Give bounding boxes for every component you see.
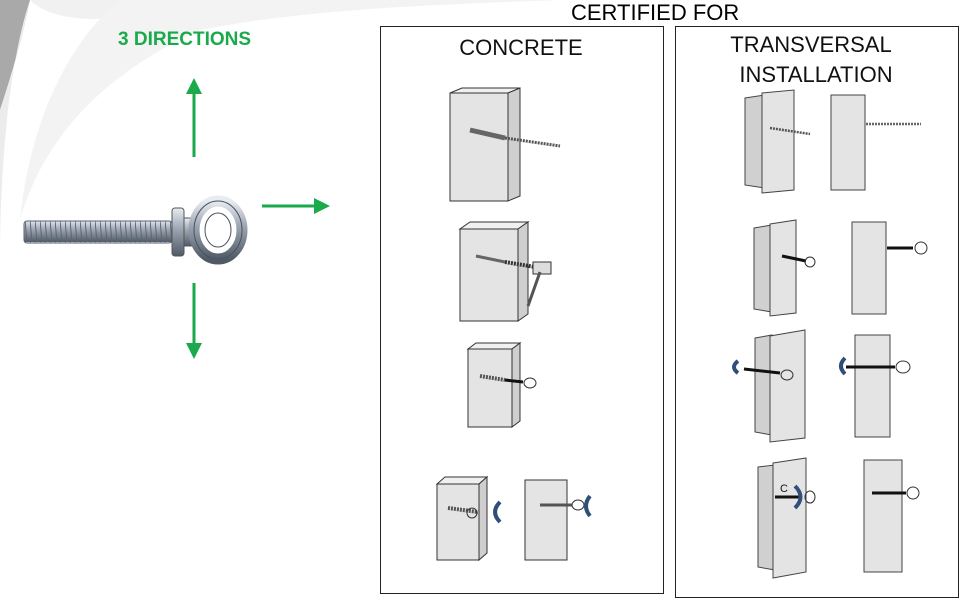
transversal-panel: TRANSVERSAL INSTALLATION	[675, 26, 959, 598]
concrete-step-insert	[466, 342, 537, 428]
eye-bolt	[23, 195, 248, 265]
transversal-step-nut	[732, 329, 911, 443]
concrete-panel: CONCRETE	[380, 26, 664, 594]
transversal-step-insert	[753, 219, 928, 317]
arrow-up-icon	[186, 78, 202, 157]
transversal-panel-title-line2: INSTALLATION	[739, 62, 893, 87]
concrete-step-drill	[449, 87, 561, 202]
concrete-step-hammer	[458, 221, 552, 322]
concrete-step-tighten	[435, 475, 592, 562]
transversal-panel-title-line1: TRANSVERSAL	[730, 32, 892, 57]
transversal-step-tighten	[757, 457, 920, 579]
certified-for-title: CERTIFIED FOR	[571, 0, 740, 25]
arrow-right-icon	[262, 198, 330, 214]
directions-title: 3 DIRECTIONS	[118, 29, 252, 50]
step-c-label: C	[780, 483, 788, 495]
transversal-step-drill	[744, 89, 921, 194]
concrete-panel-title: CONCRETE	[459, 35, 583, 60]
arrow-down-icon	[186, 283, 202, 359]
